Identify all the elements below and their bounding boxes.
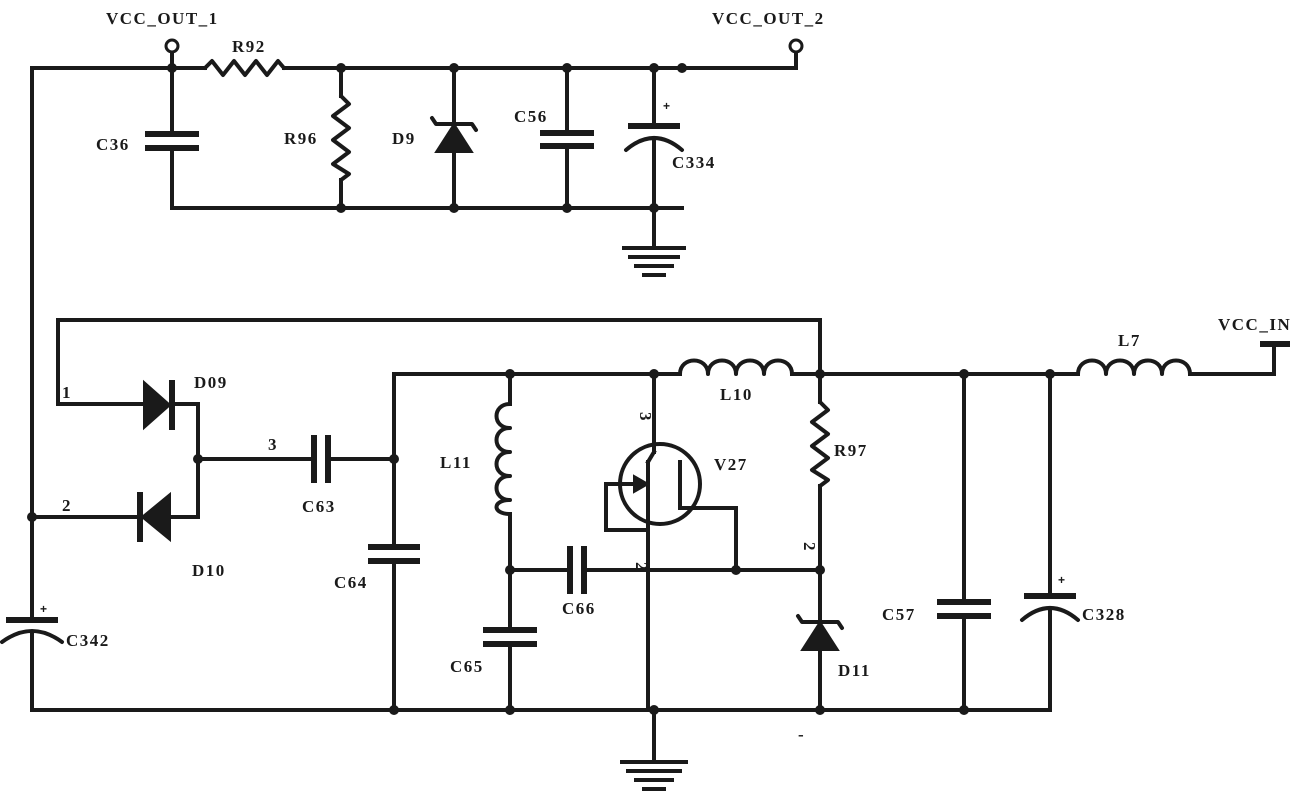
transistor-v27-arrow	[633, 474, 651, 494]
junction-dot	[336, 203, 346, 213]
diode-d09-body	[143, 379, 172, 431]
junction-dot	[649, 203, 659, 213]
d11-minus-mark: -	[798, 725, 804, 744]
junction-dot	[336, 63, 346, 73]
label-c36: C36	[96, 135, 130, 154]
junction-dot	[815, 369, 825, 379]
junction-dot	[449, 203, 459, 213]
label-c57: C57	[882, 605, 916, 624]
vcc-out-1-terminal	[164, 38, 180, 54]
junction-dot	[505, 369, 515, 379]
junction-dot	[193, 454, 203, 464]
junction-dot	[505, 705, 515, 715]
diode-d9-cathode	[430, 116, 478, 132]
label-v27: V27	[714, 455, 748, 474]
junction-dot	[649, 369, 659, 379]
c328-plus-mark: +	[1058, 573, 1065, 587]
junction-dot	[389, 454, 399, 464]
junction-dot	[731, 565, 741, 575]
pin-label-v27-drain: 3	[636, 412, 655, 421]
diode-d11-body	[800, 620, 840, 651]
c342-plus-mark: +	[40, 602, 47, 616]
net-label-vcc-out-2: VCC_OUT_2	[712, 9, 825, 28]
transistor-v27-lead	[645, 449, 657, 465]
diode-d10-body	[140, 491, 171, 543]
label-c342: C342	[66, 631, 110, 650]
label-l11: L11	[440, 453, 472, 472]
left-return-section: +	[0, 66, 64, 712]
label-c63: C63	[302, 497, 336, 516]
junction-dot	[389, 705, 399, 715]
label-r97: R97	[834, 441, 868, 460]
junction-dot	[677, 63, 687, 73]
charge-pump-section	[30, 318, 822, 543]
junction-dot	[815, 565, 825, 575]
oscillator-section: - +	[30, 341, 1290, 791]
junction-dot	[1045, 369, 1055, 379]
inductor-l7	[1076, 358, 1192, 376]
junction-dot	[959, 369, 969, 379]
label-d10: D10	[192, 561, 226, 580]
label-c66: C66	[562, 599, 596, 618]
resistor-r96	[331, 94, 351, 182]
diode-d11-cathode	[796, 614, 844, 630]
label-d09: D09	[194, 373, 228, 392]
junction-dot	[562, 203, 572, 213]
diode-d9-body	[434, 122, 474, 153]
net-label-vcc-in: VCC_IN	[1218, 315, 1291, 334]
pin-label-d10: 2	[62, 496, 71, 515]
label-l7: L7	[1118, 331, 1141, 350]
junction-dot	[562, 63, 572, 73]
ground-icon	[622, 246, 686, 277]
junction-dot	[649, 63, 659, 73]
resistor-r92	[203, 59, 286, 77]
labels: VCC_OUT_1 VCC_OUT_2 VCC_IN R92 C36 R96 D…	[62, 9, 1291, 680]
junction-dot	[815, 705, 825, 715]
label-c56: C56	[514, 107, 548, 126]
label-c65: C65	[450, 657, 484, 676]
label-r92: R92	[232, 37, 266, 56]
ground-icon	[620, 760, 688, 791]
label-c328: C328	[1082, 605, 1126, 624]
pin-label-d09: 1	[62, 383, 71, 402]
label-c334: C334	[672, 153, 716, 172]
pin-label-v27-gate: 2	[632, 562, 651, 571]
label-d11: D11	[838, 661, 871, 680]
pin-label-c63: 3	[268, 435, 277, 454]
pin-label-r97: 2	[800, 542, 819, 551]
label-c64: C64	[334, 573, 368, 592]
junction-dot	[959, 705, 969, 715]
label-l10: L10	[720, 385, 753, 404]
net-label-vcc-out-1: VCC_OUT_1	[106, 9, 219, 28]
c334-plus-mark: +	[663, 99, 670, 113]
inductor-l10	[678, 358, 794, 376]
inductor-l11	[494, 402, 512, 516]
junction-dot	[167, 63, 177, 73]
output-filter-section: +	[30, 38, 804, 277]
label-r96: R96	[284, 129, 318, 148]
resistor-r97	[810, 400, 830, 488]
junction-dot	[649, 705, 659, 715]
vcc-out-2-terminal	[788, 38, 804, 54]
label-d9: D9	[392, 129, 416, 148]
junction-dot	[449, 63, 459, 73]
junction-dot	[505, 565, 515, 575]
